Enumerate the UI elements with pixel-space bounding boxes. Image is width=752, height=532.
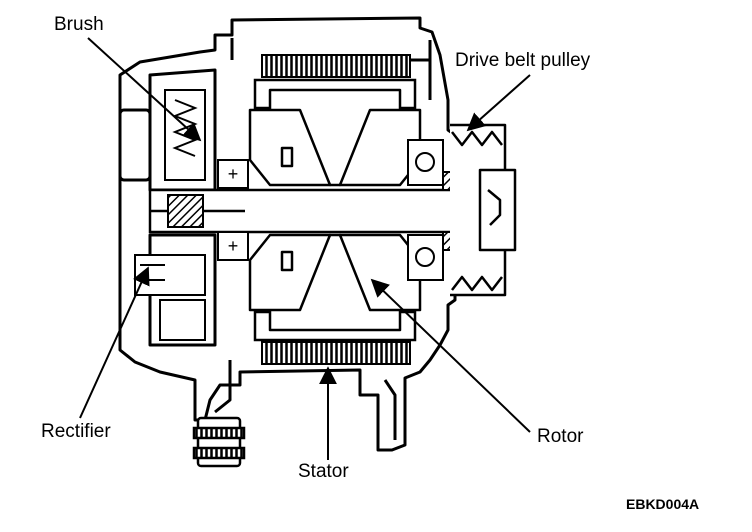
- drive-belt-pulley-label: Drive belt pulley: [455, 50, 591, 71]
- stator-winding-bottom: [261, 341, 411, 365]
- svg-text:+: +: [228, 236, 239, 256]
- drive-belt-pulley: [450, 123, 517, 297]
- svg-text:+: +: [228, 164, 239, 184]
- rectifier-block: [134, 254, 206, 341]
- leader-lines: [79, 37, 531, 460]
- brush-leader: [87, 37, 202, 142]
- brush-label: Brush: [54, 14, 104, 35]
- rectifier-label: Rectifier: [41, 421, 111, 442]
- alternator-housing: [118, 16, 457, 452]
- rotor-shaft: [148, 188, 487, 234]
- rotor-label: Rotor: [537, 426, 584, 447]
- stator-label: Stator: [298, 461, 349, 482]
- drive-belt-pulley-leader: [466, 74, 531, 132]
- rotor-leader: [370, 278, 531, 433]
- mounting-lug: [192, 416, 246, 468]
- stator-winding-top: [261, 54, 411, 78]
- rotor-claw-poles: [248, 88, 422, 332]
- figure-code: EBKD004A: [626, 496, 700, 512]
- brush-assembly: + +: [164, 89, 249, 261]
- rectifier-leader: [79, 266, 150, 419]
